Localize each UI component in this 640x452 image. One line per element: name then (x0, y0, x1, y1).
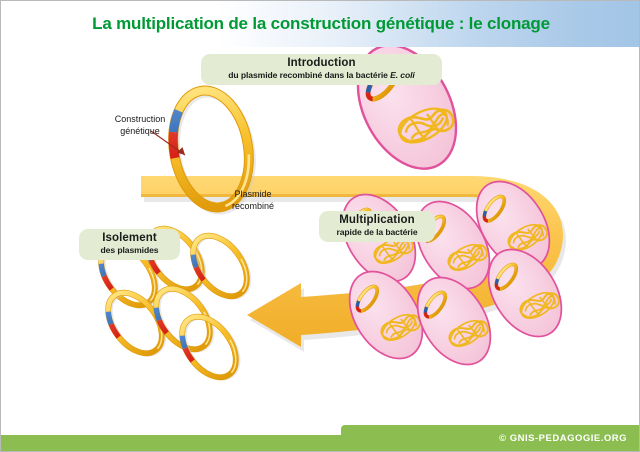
construction-leader-line (150, 130, 186, 156)
label-introduction-title: Introduction (287, 57, 356, 69)
annotation-plasmide-recombine: Plasmide recombiné (217, 188, 289, 212)
annotation-construction-line2: génétique (120, 126, 160, 136)
page-title: La multiplication de la construction gén… (92, 14, 550, 33)
annotation-construction-line1: Construction (114, 114, 166, 124)
label-introduction-species: E. coli (390, 70, 415, 80)
footer-credit: © GNIS-PEDAGOGIE.ORG (499, 433, 627, 444)
label-multiplication-title: Multiplication (339, 214, 415, 226)
label-multiplication-subtitle: rapide de la bactérie (336, 227, 418, 237)
label-introduction-subtitle: du plasmide recombiné dans la bactérie E… (213, 70, 430, 81)
diagram-graphics (1, 47, 640, 421)
label-introduction-sub-text: du plasmide recombiné dans la bactérie (228, 70, 391, 80)
footer-bar-right (341, 425, 639, 451)
header-bar: La multiplication de la construction gén… (1, 1, 639, 47)
annotation-construction-genetique: Construction génétique (97, 113, 183, 137)
footer-bar-left (1, 435, 353, 451)
plasmid-isolated (171, 306, 248, 389)
label-multiplication: Multiplication rapide de la bactérie (319, 211, 435, 242)
label-isolement-subtitle: des plasmides (100, 245, 159, 255)
diagram-stage: Introduction du plasmide recombiné dans … (1, 47, 640, 421)
annotation-plasmide-line1: Plasmide (234, 189, 272, 199)
label-isolement: Isolement des plasmides (79, 229, 180, 260)
label-isolement-title: Isolement (102, 232, 157, 244)
annotation-plasmide-line2: recombiné (231, 201, 275, 211)
label-introduction: Introduction du plasmide recombiné dans … (201, 54, 442, 85)
